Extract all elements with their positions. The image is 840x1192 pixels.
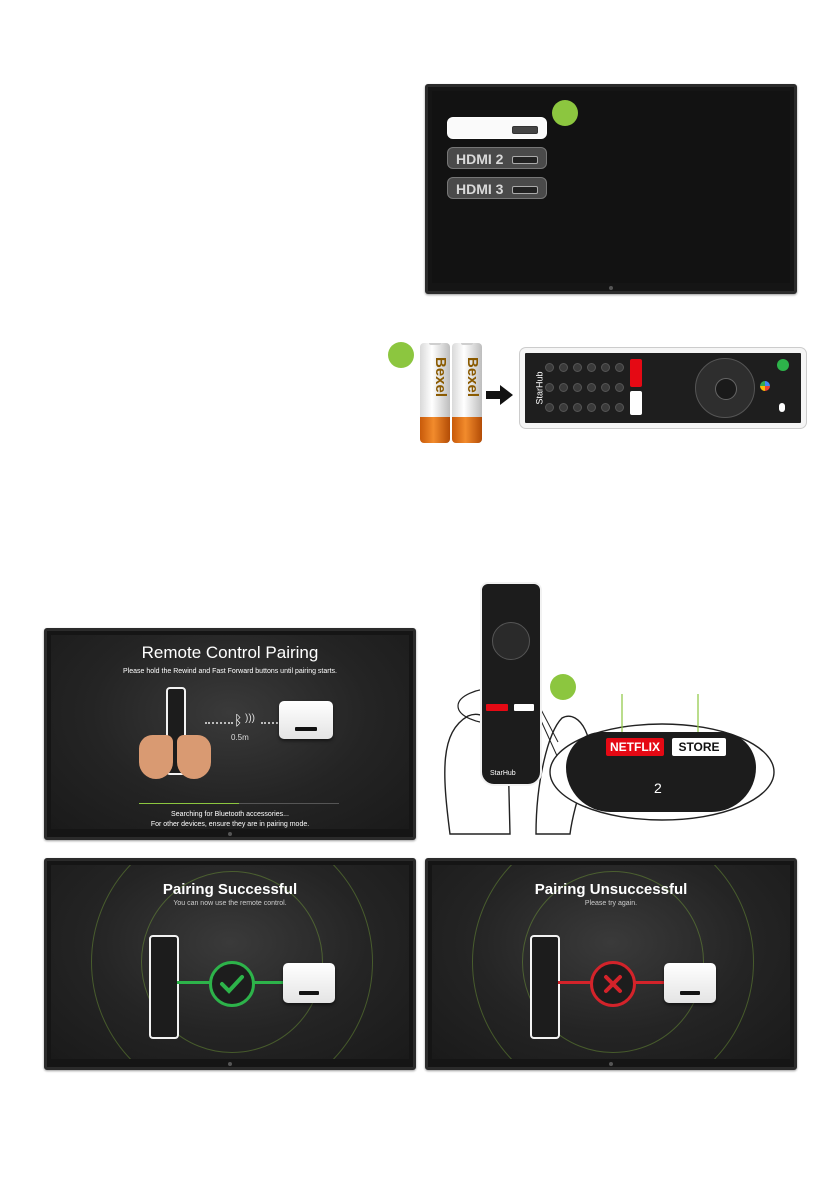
store-button[interactable] xyxy=(514,704,534,711)
tv-power-led xyxy=(228,832,232,836)
dpad[interactable] xyxy=(492,622,530,660)
step-marker xyxy=(388,342,414,368)
bluetooth-icon: ᛒ xyxy=(234,712,243,728)
remote-control-vertical: StarHub xyxy=(480,582,542,786)
cross-icon xyxy=(590,961,636,1007)
step-marker xyxy=(550,674,576,700)
google-assistant-button[interactable] xyxy=(760,381,770,391)
set-top-box xyxy=(283,963,335,1003)
fail-subtitle: Please try again. xyxy=(584,900,638,907)
hdmi-port-icon xyxy=(512,186,538,194)
fail-title: Pairing Unsuccessful xyxy=(534,881,688,898)
netflix-button[interactable] xyxy=(630,359,642,387)
hdmi-input-1[interactable] xyxy=(447,117,547,139)
pairing-status-line1: Searching for Bluetooth accessories... xyxy=(171,811,289,818)
remote-control-horizontal: StarHub xyxy=(520,348,806,428)
tv-pairing-screen: Remote Control Pairing Please hold the R… xyxy=(44,628,416,840)
key-2[interactable]: 2 xyxy=(654,780,662,796)
pairing-status-line2: For other devices, ensure they are in pa… xyxy=(150,821,310,828)
hands-holding-remote xyxy=(139,687,211,779)
netflix-button-zoom[interactable]: NETFLIX xyxy=(606,738,664,756)
tv-fail-screen: Pairing Unsuccessful Please try again. xyxy=(425,858,797,1070)
store-button-zoom[interactable]: STORE xyxy=(672,738,726,756)
remote-brand: StarHub xyxy=(534,371,545,405)
hdmi-input-3[interactable]: HDMI 3 xyxy=(447,177,547,199)
dotted-line-right xyxy=(261,722,289,724)
battery-right: Bexel xyxy=(452,343,482,443)
set-top-box xyxy=(664,963,716,1003)
remote-control-vertical xyxy=(149,935,179,1039)
dpad[interactable] xyxy=(695,358,755,418)
netflix-button[interactable] xyxy=(486,704,508,711)
checkmark-icon xyxy=(209,961,255,1007)
hand-remote-illustration: StarHub NETFLIX STORE 2 xyxy=(440,582,800,838)
store-button[interactable] xyxy=(630,391,642,415)
hdmi-port-icon xyxy=(512,156,538,164)
success-subtitle: You can now use the remote control. xyxy=(173,900,287,907)
success-title: Pairing Successful xyxy=(162,881,298,898)
tv-success-screen: Pairing Successful You can now use the r… xyxy=(44,858,416,1070)
battery-left: Bexel xyxy=(420,343,450,443)
step-marker xyxy=(552,100,578,126)
remote-brand: StarHub xyxy=(490,770,516,777)
distance-label: 0.5m xyxy=(231,733,249,742)
tv-input-screen: HDMI 2 HDMI 3 xyxy=(425,84,797,294)
pairing-subtitle: Please hold the Rewind and Fast Forward … xyxy=(122,668,337,675)
tv-power-led xyxy=(228,1062,232,1066)
dotted-line-left xyxy=(205,722,233,724)
power-button[interactable] xyxy=(777,359,789,371)
pairing-progress-track xyxy=(139,803,339,804)
pairing-title: Remote Control Pairing xyxy=(141,643,319,662)
remote-control-vertical xyxy=(530,935,560,1039)
zoom-remote-panel: NETFLIX STORE 2 xyxy=(566,732,756,812)
hdmi-input-2[interactable]: HDMI 2 xyxy=(447,147,547,169)
arrow-right-icon xyxy=(486,384,514,411)
tv-power-led xyxy=(609,286,613,290)
set-top-box xyxy=(279,701,333,739)
signal-waves-icon: ))) xyxy=(245,713,255,724)
pairing-progress-fill xyxy=(139,803,239,804)
microphone-icon[interactable] xyxy=(779,403,785,412)
hdmi-port-icon xyxy=(512,126,538,134)
tv-power-led xyxy=(609,1062,613,1066)
